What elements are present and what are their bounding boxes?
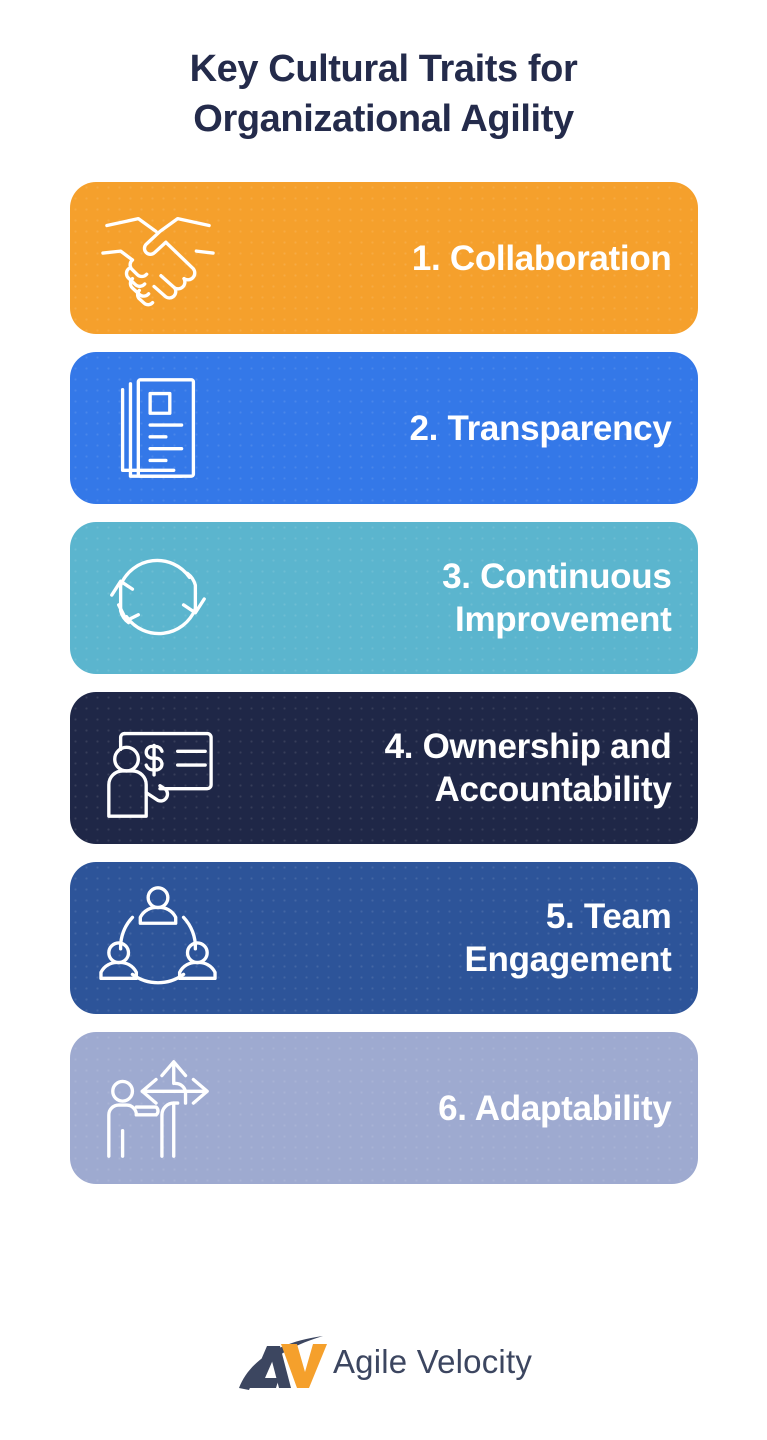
- trait-card-label: 6. Adaptability: [438, 1088, 672, 1128]
- traits-list: 1. Collaboration 2. Transparency: [69, 182, 698, 1184]
- brand-name: Agile Velocity: [332, 1343, 533, 1380]
- person-crossroads-icon: [92, 1049, 224, 1167]
- circular-arrows-icon: [92, 539, 224, 657]
- trait-card-label: 1. Collaboration: [411, 238, 672, 278]
- trait-card-label: 3. Continuous Improvement: [442, 557, 672, 639]
- trait-card-team-engagement: 5. Team Engagement: [69, 862, 698, 1014]
- trait-card-adaptability: 6. Adaptability: [69, 1032, 698, 1184]
- handshake-icon: [92, 199, 224, 317]
- trait-card-label: 2. Transparency: [409, 408, 672, 448]
- av-monogram-icon: [238, 1336, 327, 1390]
- trait-card-transparency: 2. Transparency: [69, 352, 698, 504]
- page-title: Key Cultural Traits for Organizational A…: [64, 44, 704, 144]
- presenter-dollar-board-icon: [92, 709, 224, 827]
- documents-icon: [92, 369, 224, 487]
- footer: Agile Velocity: [0, 1332, 767, 1392]
- trait-card-label: 4. Ownership and Accountability: [384, 727, 672, 809]
- page-title-line-2: Organizational Agility: [193, 98, 574, 140]
- agile-velocity-logo: Agile Velocity: [235, 1332, 532, 1392]
- team-network-icon: [92, 879, 224, 997]
- trait-card-ownership-accountability: 4. Ownership and Accountability: [69, 692, 698, 844]
- page-title-line-1: Key Cultural Traits for: [189, 48, 578, 90]
- trait-card-continuous-improvement: 3. Continuous Improvement: [69, 522, 698, 674]
- trait-card-label: 5. Team Engagement: [464, 897, 672, 979]
- trait-card-collaboration: 1. Collaboration: [69, 182, 698, 334]
